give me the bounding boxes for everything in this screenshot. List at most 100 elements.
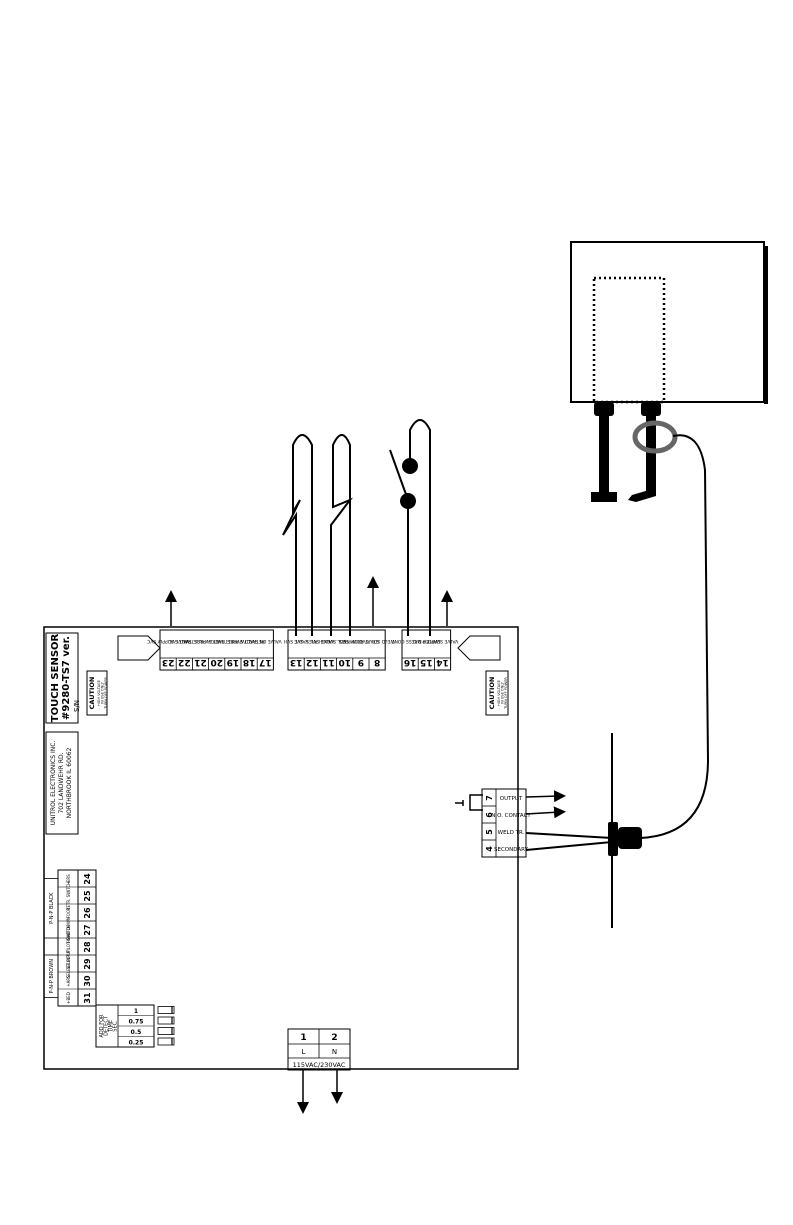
terminal-label: VALVE SUPPLY SVC — [147, 638, 189, 644]
terminal-number: 25 — [83, 890, 92, 902]
power-terminal-1[interactable]: 1L — [300, 1033, 306, 1056]
title-block — [45, 632, 79, 724]
svg-text:S/N: S/N — [73, 700, 81, 712]
solenoid-coil-high — [282, 434, 313, 636]
terminal-label: VALVE ON SVC — [249, 638, 282, 644]
terminal-label: SELECT INPUT — [66, 949, 71, 978]
terminal-label: SWITCH N.O. — [412, 638, 441, 644]
svg-text:HIGH VOLTAGE: HIGH VOLTAGE — [97, 680, 101, 706]
svg-text:NORTHBROOK IL 60062: NORTHBROOK IL 60062 — [66, 747, 73, 818]
power-terminal-2[interactable]: 2N — [331, 1033, 337, 1056]
terminal-29[interactable]: 29 SELECT INPUT — [66, 949, 92, 978]
terminal-number: 22 — [178, 657, 191, 667]
terminal-label: +ARS — [66, 975, 71, 987]
terminal-17[interactable]: 17 VALVE ON SVC — [249, 638, 282, 667]
terminal-31[interactable]: 31 +BED — [66, 992, 92, 1004]
terminal-30[interactable]: 30+ARS — [66, 975, 92, 987]
terminal-number: 18 — [243, 657, 256, 667]
terminal-label: SOL. VALVE SVL — [310, 638, 346, 644]
terminal-number: 5 — [485, 829, 494, 835]
current-sensor-toroid — [632, 420, 678, 454]
terminal-number: 11 — [322, 657, 335, 667]
terminal-number: 2 — [331, 1033, 337, 1043]
terminal-label: VALVE SVH — [284, 638, 309, 644]
terminal-24[interactable]: 24-ERS — [66, 873, 92, 885]
terminal-15[interactable]: 15 SWITCH N.O. — [412, 638, 441, 667]
sensor-plug — [618, 827, 642, 849]
terminal-label: OUTPUT — [500, 796, 523, 802]
caution-left — [86, 670, 108, 716]
terminal-7[interactable]: 7 OUTPUT — [485, 795, 523, 802]
terminal-23[interactable]: 23 VALVE SUPPLY SVC — [147, 638, 189, 667]
detect-title: ADD FOR — [99, 1014, 105, 1038]
terminal-number: 6 — [485, 812, 494, 818]
tip-dress-switch-wire — [407, 419, 431, 636]
terminal-number: 27 — [83, 924, 92, 935]
terminal-label: RETRACT SVHL — [199, 638, 233, 644]
terminal-label: +BED — [66, 992, 71, 1004]
terminal-number: 15 — [420, 657, 433, 667]
terminal-label: N.O. CONTACT — [491, 813, 531, 819]
terminal-11[interactable]: 11 SOL. VALVE SVL — [310, 638, 346, 667]
switch-lever — [389, 449, 409, 501]
terminal-number: 23 — [162, 657, 175, 667]
voltage-label: 115VAC/230VAC — [293, 1061, 346, 1069]
terminal-label: RETRACT SVC — [169, 638, 200, 644]
terminal-number: 7 — [485, 795, 494, 801]
terminal-label: FOOT — [66, 907, 71, 919]
terminal-number: 21 — [194, 657, 207, 667]
terminal-label: N — [332, 1048, 337, 1056]
terminal-label: VALVE SUPPLY — [427, 638, 459, 644]
terminal-label: HIGH PRES. SVH — [182, 638, 219, 644]
board-title: TOUCH SENSOR #9280-TS7 ver. S/N — [50, 633, 81, 722]
electrode-left — [599, 402, 609, 497]
terminal-13[interactable]: 13 VALVE SVH — [284, 638, 309, 667]
terminal-number: 29 — [83, 958, 92, 970]
top-terminal-strip: 23 VALVE SUPPLY SVC 22 RETRACT SVC 21 HIGH PR… — [147, 629, 459, 671]
caution-right — [485, 670, 509, 716]
switch-contact-upper — [402, 458, 418, 474]
pnp-group-label: P-N-P BROWN — [49, 959, 55, 994]
terminal-number: 31 — [83, 992, 92, 1004]
svg-text:CAUTION: CAUTION — [88, 677, 96, 710]
jumper-position[interactable] — [157, 1027, 175, 1035]
terminal-number: 26 — [83, 907, 92, 919]
terminal-6[interactable]: 6N.O. CONTACT — [485, 812, 531, 819]
terminal-number: 28 — [83, 941, 92, 953]
weld-lead-4 — [525, 841, 613, 851]
terminal-number: 13 — [290, 657, 303, 667]
jumper-position[interactable] — [157, 1016, 175, 1025]
svg-text:TURN OFF POWER: TURN OFF POWER — [504, 677, 508, 710]
svg-text:#9280-TS7 ver.: #9280-TS7 ver. — [61, 636, 72, 720]
svg-text:IN USE ONLY: IN USE ONLY — [501, 681, 505, 704]
terminal-number: 17 — [259, 657, 272, 667]
jumper-position[interactable] — [157, 1037, 175, 1046]
control-board — [43, 626, 519, 1070]
terminal-26[interactable]: 26 FOOT — [66, 907, 92, 919]
jumper-position[interactable] — [157, 1006, 175, 1014]
terminal-21[interactable]: 21 HIGH PRES. SVH — [182, 638, 219, 667]
svg-text:UNITROL ELECTRONICS INC.: UNITROL ELECTRONICS INC. — [50, 741, 57, 826]
terminal-22[interactable]: 22 RETRACT SVC — [169, 638, 200, 667]
connector-tab-left — [117, 635, 161, 661]
detect-value: 0.75 — [129, 1019, 144, 1026]
svg-text:IN USE ONLY: IN USE ONLY — [101, 681, 105, 704]
terminal-number: 12 — [306, 657, 319, 667]
